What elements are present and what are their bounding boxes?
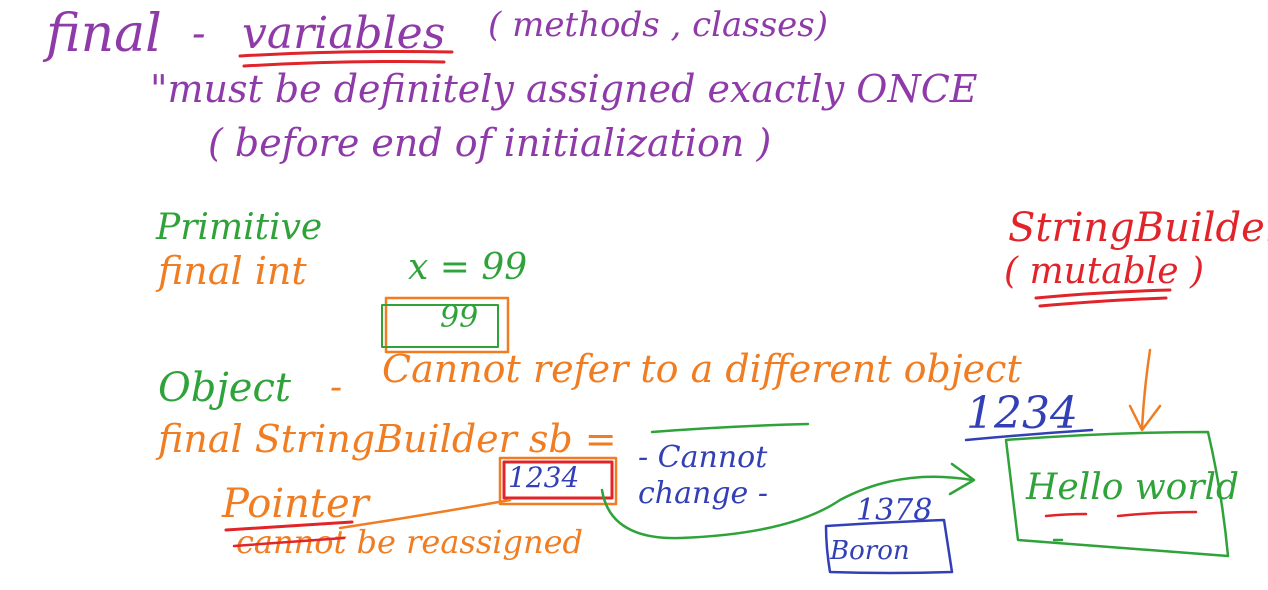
- final-int-label: final int: [158, 249, 307, 293]
- sb-reference-1234: 1234: [508, 461, 580, 494]
- x-equals-99: x = 99: [408, 247, 528, 288]
- final-stringbuilder-line: final StringBuilder sb =: [158, 417, 617, 461]
- pointer-label: Pointer: [222, 481, 369, 527]
- boron-text: Boron: [830, 536, 910, 566]
- dash-2: -: [330, 367, 343, 408]
- sb-assign-line: [650, 422, 810, 434]
- box-99-green: [381, 304, 499, 348]
- mutable-arrowhead: [1128, 404, 1162, 432]
- hello-underline: [1044, 512, 1088, 518]
- mutable-down-arrow: [1140, 348, 1152, 430]
- final-word: final: [46, 4, 162, 64]
- reference-arrow: [600, 475, 974, 540]
- reassign-underline: [232, 536, 346, 548]
- world-underline: [1116, 510, 1198, 518]
- variables-underline: [238, 50, 454, 58]
- primitive-label: Primitive: [156, 207, 323, 248]
- ref-box-red: [502, 460, 614, 500]
- box-99-value: 99: [440, 300, 479, 335]
- cannot-refer-line: Cannot refer to a different object: [382, 347, 1022, 391]
- address-1234: 1234: [966, 388, 1078, 439]
- object-label: Object: [158, 365, 291, 411]
- mutable-underline-2: [1038, 296, 1168, 308]
- before-init-line: ( before end of initialization ): [208, 121, 772, 165]
- hello-world-text: Hello world: [1026, 467, 1240, 508]
- dash-1: -: [192, 11, 206, 57]
- boron-box: [824, 518, 954, 575]
- variables-underline-2: [242, 60, 446, 68]
- cannot-change-note: - Cannot change -: [638, 440, 768, 511]
- pointer-connector: [338, 498, 512, 530]
- mutable-underline-1: [1034, 288, 1172, 300]
- variables-word: variables: [242, 8, 446, 59]
- stringbuilder-title: StringBuilder: [1008, 205, 1268, 251]
- box-99-orange: [384, 296, 510, 354]
- reference-arrowhead: [948, 462, 976, 496]
- address-1234-underline: [964, 428, 1094, 442]
- heap-object-box: [1004, 430, 1230, 558]
- mutable-label: ( mutable ): [1004, 251, 1205, 292]
- methods-classes: ( methods , classes): [488, 5, 829, 45]
- ref-box-orange: [498, 456, 618, 506]
- must-assigned-line: "must be definitely assigned exactly ONC…: [150, 67, 978, 111]
- pointer-underline: [224, 520, 354, 532]
